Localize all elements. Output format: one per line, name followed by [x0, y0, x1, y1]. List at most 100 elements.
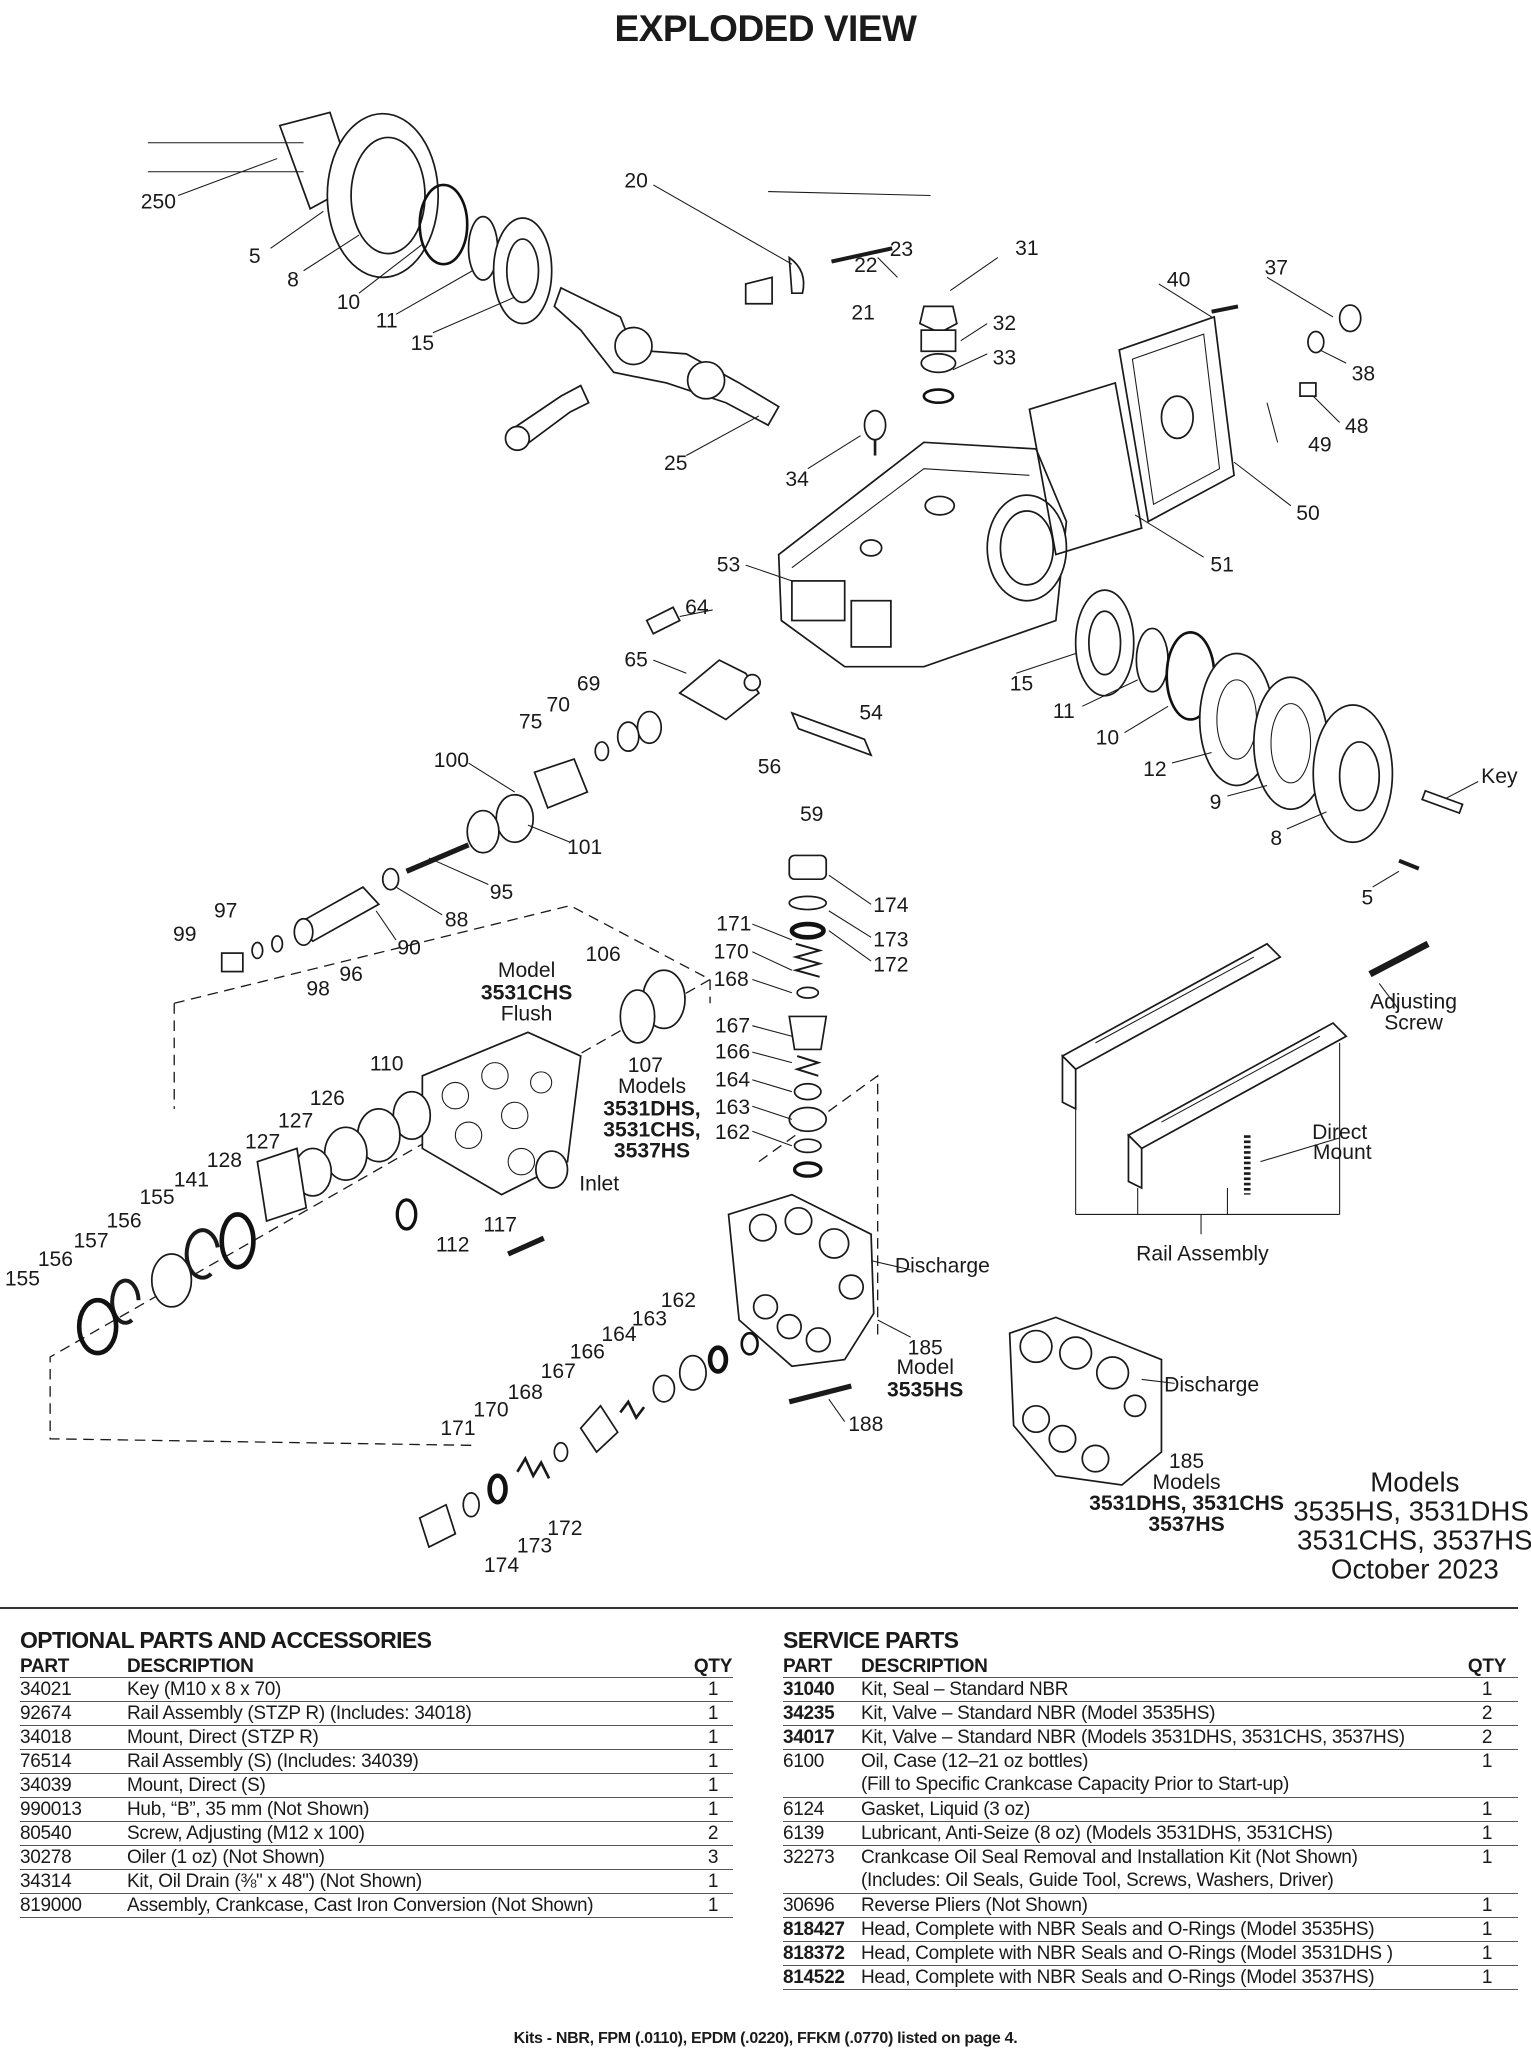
callout-label: 174 [873, 894, 908, 917]
optional-parts-title: OPTIONAL PARTS AND ACCESSORIES [20, 1627, 432, 1653]
models-note-line: 3531CHS, 3537HS [1297, 1525, 1531, 1556]
description-line: Gasket, Liquid (3 oz) [861, 1799, 1031, 1820]
callout-label: 163 [715, 1096, 750, 1119]
callout-label: Direct [1312, 1121, 1367, 1144]
callout-label: 10 [337, 291, 360, 314]
service-parts-title: SERVICE PARTS [783, 1627, 959, 1653]
callout-label: 48 [1345, 415, 1368, 438]
description-line: Kit, Valve – Standard NBR (Model 3535HS) [861, 1703, 1216, 1724]
callout-label: 37 [1265, 257, 1288, 280]
description-line: Hub, “B”, 35 mm (Not Shown) [127, 1799, 370, 1820]
part-number: 34017 [783, 1727, 835, 1748]
callout-label: 112 [436, 1233, 470, 1256]
part-qty: 1 [1481, 1943, 1493, 1964]
header-part: PART [783, 1656, 833, 1677]
callout-label: 98 [306, 977, 329, 1000]
part-description: Rail Assembly (STZP R) (Includes: 34018) [127, 1702, 693, 1725]
callout-label: 15 [411, 332, 434, 355]
callout-label: Screw [1384, 1012, 1443, 1035]
callout-label: 97 [214, 899, 237, 922]
part-number: 30696 [783, 1895, 835, 1916]
callout-label: 50 [1296, 502, 1319, 525]
callout-label: 185 [1169, 1450, 1204, 1473]
description-line: Key (M10 x 8 x 70) [127, 1679, 282, 1700]
part-qty: 2 [707, 1823, 719, 1844]
callout-label: 51 [1210, 554, 1233, 577]
description-line: Oiler (1 oz) (Not Shown) [127, 1847, 325, 1868]
callout-label: 3535HS [887, 1379, 963, 1402]
part-number: 76514 [20, 1751, 72, 1772]
callout-label: 166 [715, 1041, 750, 1064]
part-description: Rail Assembly (S) (Includes: 34039) [127, 1750, 693, 1773]
part-number: 34021 [20, 1679, 72, 1700]
callout-label: Adjusting [1370, 991, 1457, 1014]
callout-label: 155 [139, 1186, 174, 1209]
part-description: Kit, Valve – Standard NBR (Model 3535HS) [861, 1702, 1456, 1725]
part-number: 34039 [20, 1775, 72, 1796]
callout-label: 172 [547, 1517, 582, 1540]
description-line: Rail Assembly (STZP R) (Includes: 34018) [127, 1703, 472, 1724]
callout-label: 171 [716, 913, 751, 936]
part-number: 818427 [783, 1919, 845, 1940]
callout-label: Mount [1313, 1141, 1372, 1164]
part-description: Hub, “B”, 35 mm (Not Shown) [127, 1798, 693, 1821]
callout-label: 90 [397, 936, 420, 959]
part-qty: 1 [707, 1679, 719, 1700]
part-description: Screw, Adjusting (M12 x 100) [127, 1822, 693, 1845]
part-qty: 1 [707, 1895, 719, 1916]
callout-label: 110 [370, 1053, 404, 1076]
callout-label: 21 [851, 302, 874, 325]
callout-label: 23 [890, 238, 913, 261]
part-description: Key (M10 x 8 x 70) [127, 1678, 693, 1701]
callout-label: 172 [873, 954, 908, 977]
callout-label: 185 [908, 1336, 943, 1359]
callout-label: 25 [664, 452, 687, 475]
part-qty: 1 [707, 1871, 719, 1892]
header-description: DESCRIPTION [861, 1656, 988, 1677]
callout-label: 22 [854, 254, 877, 277]
callout-label: 33 [993, 346, 1016, 369]
part-qty: 1 [1481, 1847, 1493, 1868]
callout-label: 127 [278, 1109, 313, 1132]
callout-label: 174 [484, 1554, 519, 1577]
part-qty: 1 [707, 1751, 719, 1772]
callout-label: 171 [440, 1417, 475, 1440]
part-number: 990013 [20, 1799, 82, 1820]
callout-label: 126 [310, 1087, 345, 1110]
footnote: Kits - NBR, FPM (.0110), EPDM (.0220), F… [513, 2030, 1018, 2047]
callout-label: 40 [1167, 269, 1190, 292]
callout-label: 8 [287, 269, 299, 292]
exploded-view-diagram: 2505810111520222321313233253440373848495… [5, 111, 1531, 1585]
callout-label: 164 [601, 1323, 636, 1346]
description-line: Kit, Seal – Standard NBR [861, 1679, 1069, 1700]
callout-label: 167 [715, 1014, 750, 1037]
callout-label: 5 [249, 245, 261, 268]
callout-label: 69 [577, 672, 600, 695]
callout-label: 3537HS [1148, 1513, 1224, 1536]
part-description: Assembly, Crankcase, Cast Iron Conversio… [127, 1894, 693, 1917]
part-number: 34235 [783, 1703, 835, 1724]
models-note-line: October 2023 [1331, 1554, 1499, 1585]
part-number: 6100 [783, 1751, 825, 1772]
table-header: PART DESCRIPTION QTY [20, 1655, 733, 1678]
description-line: Screw, Adjusting (M12 x 100) [127, 1823, 365, 1844]
callout-label: 128 [207, 1149, 242, 1172]
models-note-line: Models [1370, 1467, 1459, 1498]
part-number: 818372 [783, 1943, 845, 1964]
callout-label: 163 [632, 1307, 667, 1330]
callout-label: Key [1481, 765, 1518, 788]
description-line: Lubricant, Anti-Seize (8 oz) (Models 353… [861, 1823, 1333, 1844]
callout-label: 99 [173, 923, 196, 946]
description-line: Head, Complete with NBR Seals and O-Ring… [861, 1943, 1393, 1964]
description-line: Crankcase Oil Seal Removal and Installat… [861, 1847, 1358, 1868]
callout-label: 3531DHS, [603, 1097, 700, 1120]
page-title: EXPLODED VIEW [614, 8, 917, 49]
callout-label: 166 [570, 1340, 605, 1363]
callout-label: Inlet [579, 1173, 619, 1196]
